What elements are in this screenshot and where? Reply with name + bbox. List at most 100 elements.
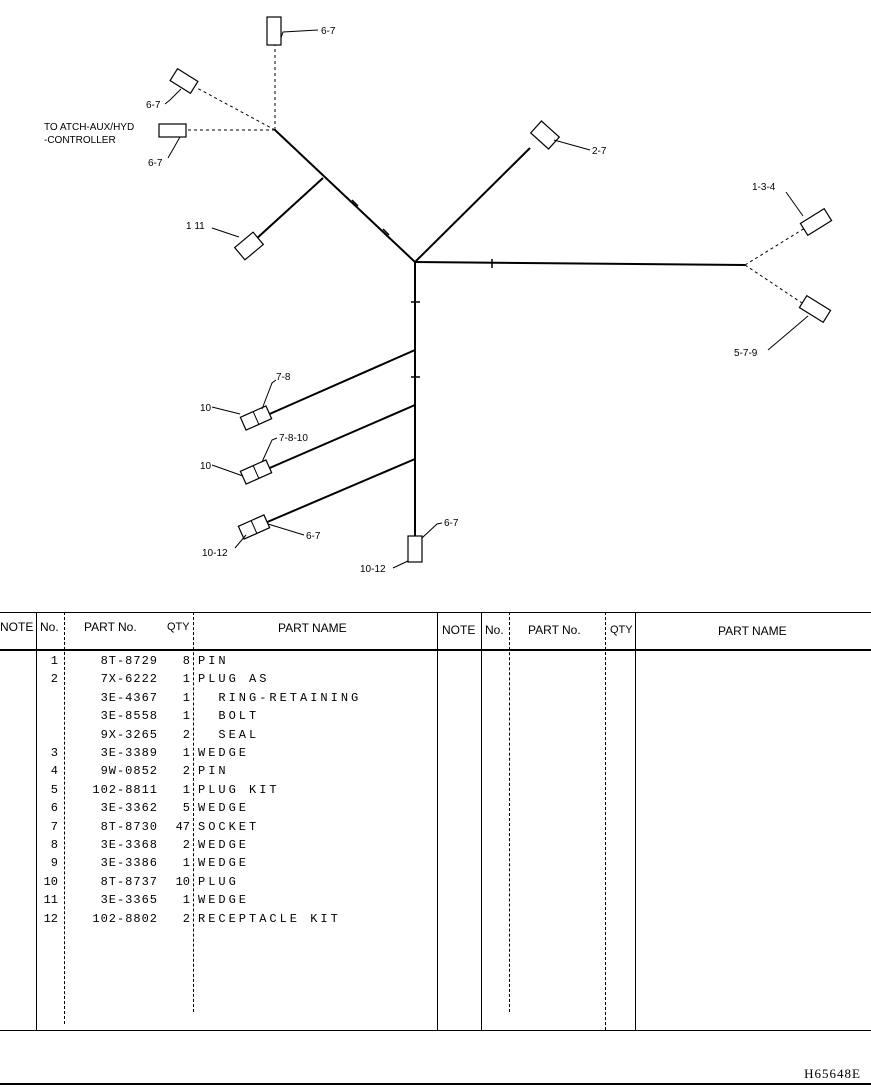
row-part-name: PIN xyxy=(198,654,229,668)
row-qty: 1 xyxy=(182,782,190,797)
row-no: 7 xyxy=(50,819,58,834)
row-part-no: 8T-8729 xyxy=(100,654,158,668)
header-note-left: NOTE xyxy=(0,620,34,634)
connector-bottom xyxy=(407,535,423,563)
row-qty: 1 xyxy=(182,690,190,705)
header-qty-left: QTY xyxy=(167,621,190,633)
header-partname-right: PART NAME xyxy=(718,624,787,638)
row-qty: 1 xyxy=(182,746,190,760)
page-bottom-rule xyxy=(0,1083,871,1085)
row-part-name: WEDGE xyxy=(198,893,250,908)
row-part-name: RECEPTACLE KIT xyxy=(198,911,341,926)
row-part-name: BOLT xyxy=(198,709,260,724)
header-note-right: NOTE xyxy=(442,623,476,637)
row-qty: 2 xyxy=(182,727,190,742)
callout-plug2-b: 10 xyxy=(200,461,212,472)
row-part-no: 7X-6222 xyxy=(100,672,158,687)
connector-upper-left-a xyxy=(169,67,199,95)
header-rule xyxy=(0,649,871,651)
row-qty: 1 xyxy=(182,893,190,908)
row-part-name: WEDGE xyxy=(198,838,250,852)
callout-plug2-a: 7-8-10 xyxy=(279,433,308,444)
row-part-name: PLUG KIT xyxy=(198,782,280,797)
row-part-name: RING-RETAINING xyxy=(198,690,362,705)
row-no: 12 xyxy=(43,911,58,926)
row-qty: 1 xyxy=(182,672,190,687)
controller-label-line1: TO ATCH-AUX/HYD xyxy=(44,122,134,133)
header-partno-right: PART No. xyxy=(528,623,581,637)
row-part-name: PLUG xyxy=(198,874,239,889)
harness-branch-left-mid xyxy=(254,177,324,241)
row-part-no: 9W-0852 xyxy=(100,764,158,779)
callout-right-lower: 5-7-9 xyxy=(734,348,758,359)
plug-connector-1 xyxy=(239,405,273,431)
row-part-no: 102-8802 xyxy=(92,911,158,926)
callout-upper-left-b: 6-7 xyxy=(148,158,163,169)
controller-label-line2: -CONTROLLER xyxy=(44,135,116,146)
col-sep-no-left xyxy=(64,612,65,1024)
connector-right-lower xyxy=(798,294,832,324)
row-qty: 2 xyxy=(182,838,190,852)
row-part-no: 102-8811 xyxy=(92,782,158,797)
row-part-no: 3E-3368 xyxy=(100,838,158,852)
row-part-no: 3E-4367 xyxy=(100,690,158,705)
row-no: 10 xyxy=(43,874,58,889)
plug-connector-2 xyxy=(239,459,273,485)
row-part-name: WEDGE xyxy=(198,856,250,871)
header-partname-left: PART NAME xyxy=(278,621,347,635)
col-sep-middle xyxy=(437,612,438,1030)
header-partno-left: PART No. xyxy=(84,620,137,634)
row-qty: 2 xyxy=(182,764,190,779)
connector-controller xyxy=(158,123,187,138)
row-qty: 1 xyxy=(182,709,190,724)
callout-right-upper: 1-3-4 xyxy=(752,182,776,193)
col-sep-qty-left xyxy=(193,612,194,1012)
row-no: 6 xyxy=(50,801,58,816)
callout-plug1-a: 7-8 xyxy=(276,372,291,383)
header-no-left: No. xyxy=(40,620,59,634)
row-part-no: 3E-3389 xyxy=(100,746,158,760)
row-no: 2 xyxy=(50,672,58,687)
col-sep-no-right xyxy=(509,612,510,1012)
wiring-harness-diagram: 6-7 6-7 TO ATCH-AUX/HYD -CONTROLLER 6-7 … xyxy=(44,16,833,575)
row-part-name: PIN xyxy=(198,764,229,779)
harness-branch-upper-left xyxy=(274,129,416,263)
row-part-no: 8T-8730 xyxy=(100,819,158,834)
row-no: 9 xyxy=(50,856,58,871)
connector-left-mid xyxy=(233,231,265,261)
row-no: 8 xyxy=(50,838,58,852)
connector-upper-right xyxy=(529,120,561,150)
row-no: 1 xyxy=(50,654,58,668)
callout-top: 6-7 xyxy=(321,26,336,37)
row-qty: 1 xyxy=(182,856,190,871)
row-no: 5 xyxy=(50,782,58,797)
dashed-branch-right-lower xyxy=(744,264,803,304)
dashed-branch-upper-left-a xyxy=(196,87,276,131)
row-qty: 47 xyxy=(175,819,190,834)
callout-left-mid: 1 11 xyxy=(186,221,205,232)
plug-connector-3 xyxy=(237,514,271,540)
row-part-no: 3E-3365 xyxy=(100,893,158,908)
callout-leader-lines xyxy=(164,29,809,569)
connector-right-upper xyxy=(799,207,833,237)
col-sep-note-left xyxy=(36,612,37,1030)
header-qty-right: QTY xyxy=(610,624,633,636)
callout-plug3-a: 6-7 xyxy=(306,531,321,542)
col-sep-qty-right xyxy=(635,612,636,1030)
header-no-right: No. xyxy=(485,623,504,637)
row-part-name: WEDGE xyxy=(198,746,250,760)
harness-branch-plug1 xyxy=(264,349,416,417)
row-part-no: 3E-3362 xyxy=(100,801,158,816)
col-sep-note-right xyxy=(481,612,482,1030)
connector-top xyxy=(266,16,282,46)
dashed-branch-right-upper xyxy=(744,227,806,266)
table-bottom-rule-left xyxy=(0,1030,436,1031)
row-part-name: WEDGE xyxy=(198,801,250,816)
row-part-no: 9X-3265 xyxy=(100,727,158,742)
row-no: 4 xyxy=(50,764,58,779)
callout-bottom-a: 6-7 xyxy=(444,518,459,529)
callout-upper-right: 2-7 xyxy=(592,146,607,157)
row-qty: 10 xyxy=(175,874,190,889)
row-part-no: 8T-8737 xyxy=(100,874,158,889)
row-no: 3 xyxy=(50,746,58,760)
